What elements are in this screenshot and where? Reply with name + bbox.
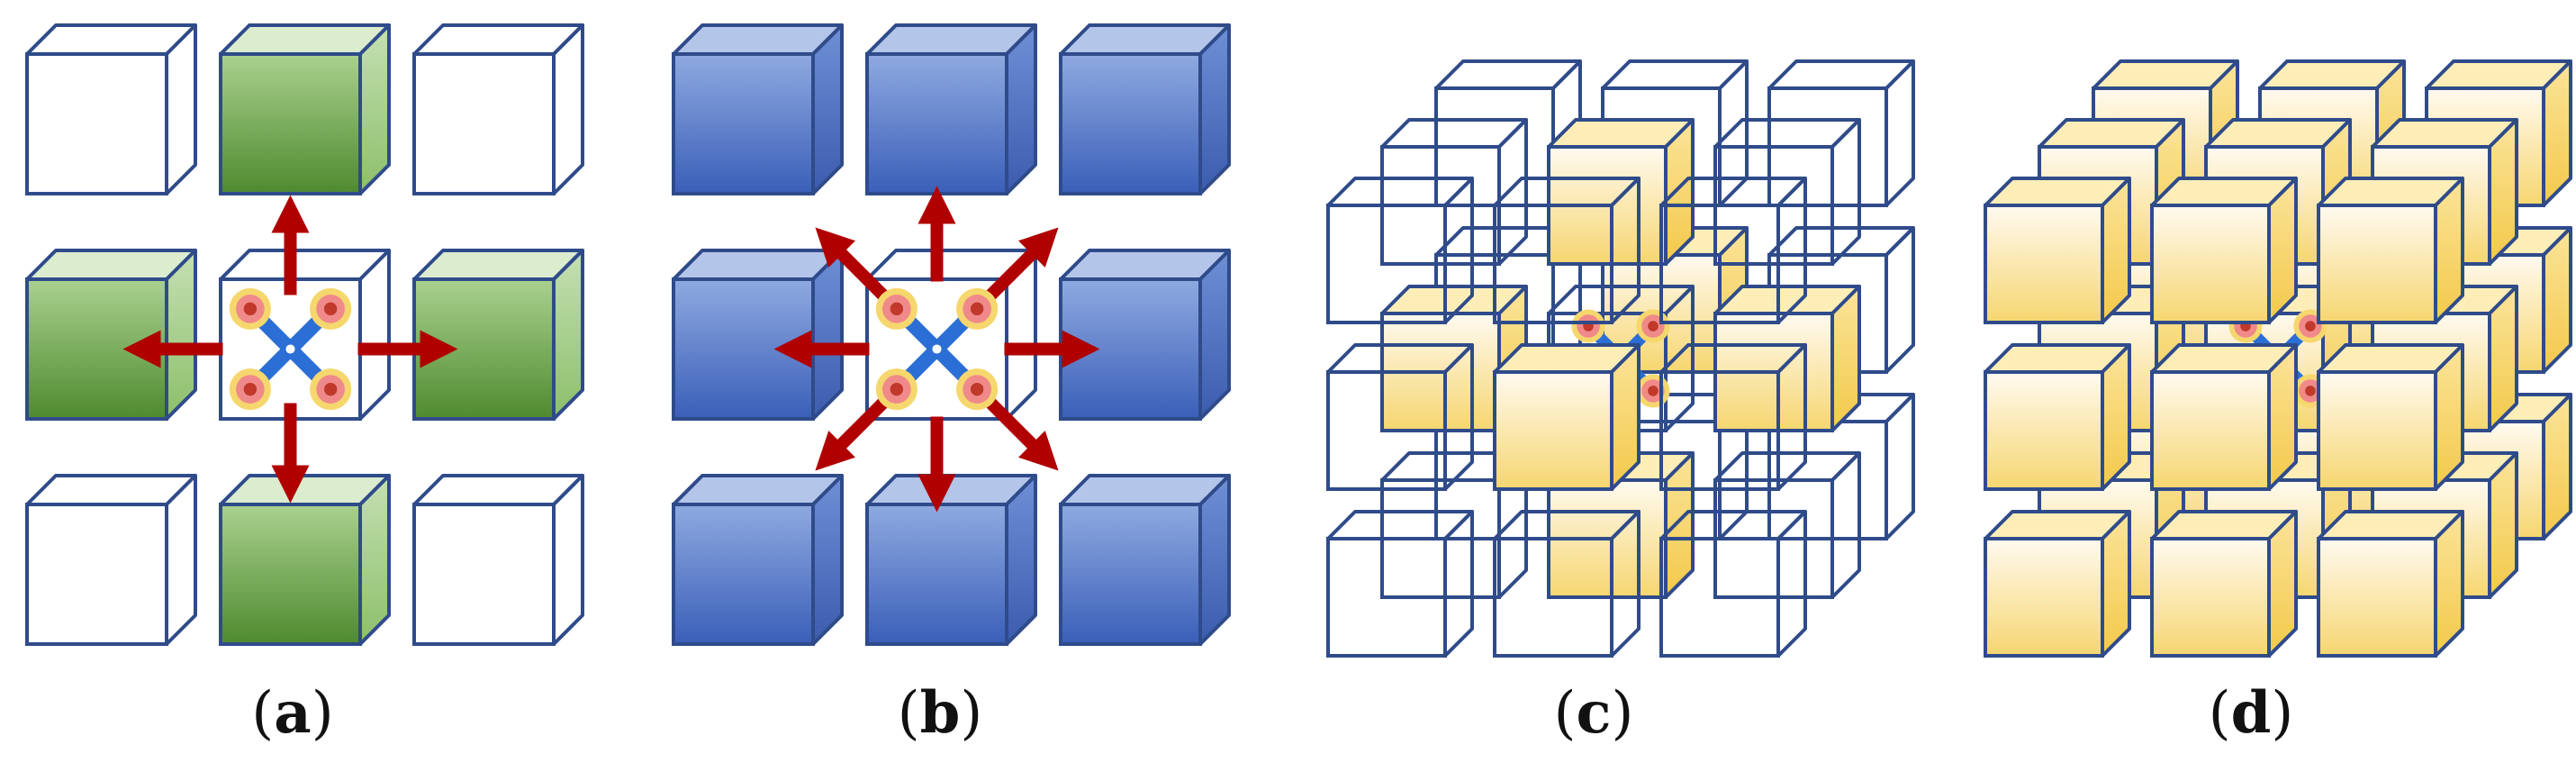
- arrow-6: [815, 392, 894, 471]
- panel-c: [1326, 59, 1915, 658]
- neighbor-cube: [25, 249, 197, 421]
- neighbor-cube: [412, 249, 584, 421]
- uav-icon: [875, 287, 999, 411]
- lattice-cube-filled: [2150, 177, 2298, 324]
- uav-icon: [229, 287, 352, 411]
- arrow-4: [815, 227, 894, 306]
- lattice-cube-filled: [2150, 510, 2298, 658]
- neighbor-cube: [672, 474, 844, 646]
- lattice-cube-filled: [1547, 118, 1695, 266]
- lattice-cube-wire: [1326, 510, 1474, 658]
- arrow-7: [980, 392, 1059, 471]
- lattice-cube-filled: [2317, 177, 2464, 324]
- empty-cube: [25, 474, 197, 646]
- neighbor-cube: [672, 249, 844, 421]
- panel-label-b: (b): [897, 679, 983, 747]
- neighbor-cube: [672, 23, 844, 195]
- neighbor-cube: [865, 23, 1037, 195]
- lattice-cube-wire: [1659, 343, 1807, 491]
- lattice-cube-filled: [1493, 343, 1641, 491]
- lattice-cube-filled: [1984, 343, 2131, 491]
- lattice-cube-filled: [2317, 510, 2464, 658]
- lattice-cube-wire: [1767, 59, 1915, 207]
- lattice-cube-wire: [1380, 118, 1528, 266]
- lattice-cube-wire: [1493, 177, 1641, 324]
- empty-cube: [412, 23, 584, 195]
- empty-cube: [412, 474, 584, 646]
- lattice-cube-filled: [1713, 285, 1861, 432]
- neighbor-cube: [219, 474, 391, 646]
- lattice-cube-wire: [1659, 177, 1807, 324]
- panel-label-d: (d): [2208, 679, 2294, 747]
- panel-d: [1984, 59, 2572, 658]
- neighbor-cube: [1059, 474, 1231, 646]
- lattice-cube-filled: [2317, 343, 2464, 491]
- neighbor-cube: [1059, 249, 1231, 421]
- lattice-cube-filled: [1984, 177, 2131, 324]
- lattice-cube-wire: [1326, 177, 1474, 324]
- lattice-cube-filled: [1984, 510, 2131, 658]
- empty-cube: [25, 23, 197, 195]
- panel-b: [672, 23, 1231, 646]
- panel-a: [25, 23, 584, 646]
- neighbor-cube: [1059, 23, 1231, 195]
- panel-label-a: (a): [251, 679, 334, 747]
- arrow-5: [980, 227, 1059, 306]
- lattice-cube-wire: [1493, 510, 1641, 658]
- lattice-cube-wire: [1659, 510, 1807, 658]
- lattice-cube-wire: [1713, 451, 1861, 599]
- lattice-cube-wire: [1326, 343, 1474, 491]
- neighbor-cube: [219, 23, 391, 195]
- neighbor-cube: [865, 474, 1037, 646]
- lattice-cube-filled: [2150, 343, 2298, 491]
- panel-label-c: (c): [1553, 679, 1634, 747]
